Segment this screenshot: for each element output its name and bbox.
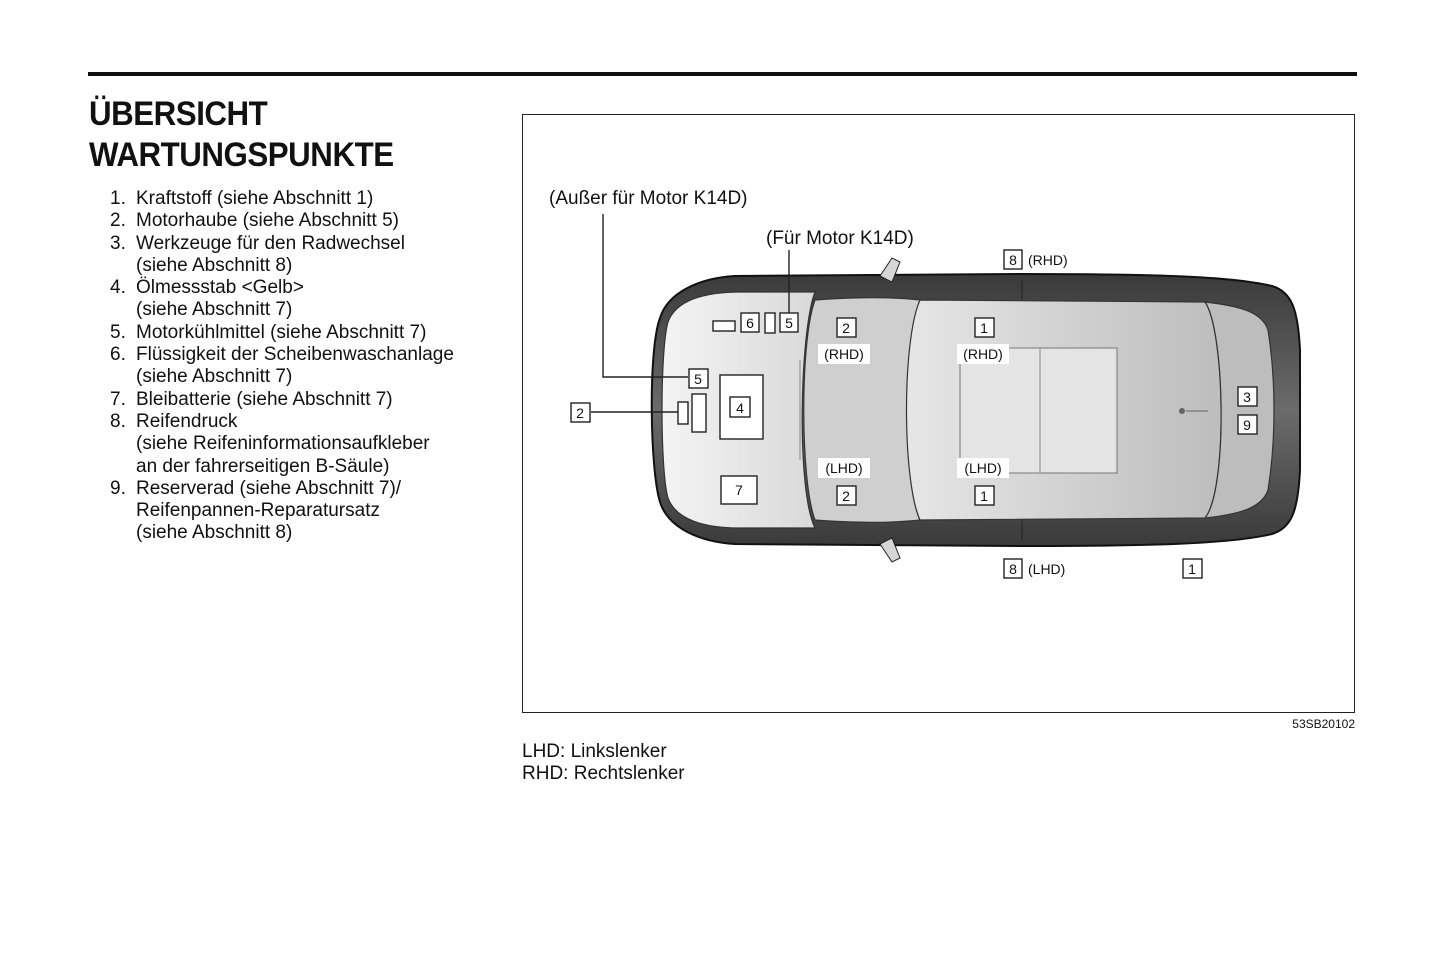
svg-text:2: 2 — [842, 320, 850, 336]
list-item-number: 2. — [110, 210, 126, 232]
list-item-number: 6. — [110, 344, 126, 366]
figure-id: 53SB20102 — [1292, 717, 1355, 731]
list-item-text: Motorkühlmittel (siehe Abschnitt 7) — [136, 321, 427, 343]
callout-2-lhd: 2 — [836, 485, 857, 506]
list-item: 8. Reifendruck (siehe Reifeninformations… — [110, 411, 454, 478]
callout-5: 5 — [688, 368, 709, 389]
list-item: 5. Motorkühlmittel (siehe Abschnitt 7) — [110, 322, 454, 344]
svg-text:1: 1 — [980, 320, 988, 336]
callout-8-rhd: 8 — [1003, 249, 1023, 270]
list-item: 1. Kraftstoff (siehe Abschnitt 1) — [110, 188, 454, 210]
top-rule — [88, 72, 1357, 76]
list-item-number: 1. — [110, 188, 126, 209]
list-item: 6. Flüssigkeit der Scheibenwaschanlage (… — [110, 344, 454, 389]
list-item-text: an der fahrerseitigen B-Säule) — [136, 455, 390, 477]
svg-text:7: 7 — [735, 482, 743, 498]
callout-2-rhd: 2 — [836, 317, 857, 338]
callouts: 6 5 5 2 4 7 2 1 2 1 3 9 8 8 1 — [570, 249, 1258, 579]
list-item-text: (siehe Abschnitt 7) — [136, 366, 293, 388]
list-item-number: 7. — [110, 388, 126, 410]
list-item-text: Kraftstoff (siehe Abschnitt 1) — [136, 188, 374, 209]
callout-2-left: 2 — [570, 402, 591, 423]
svg-text:5: 5 — [785, 315, 793, 331]
drive-side-tags: (RHD) (RHD) (LHD) (LHD) — [818, 344, 1009, 478]
callout-4: 4 — [729, 396, 751, 418]
engine-bay-parts — [677, 312, 776, 440]
list-item-number: 5. — [110, 321, 126, 343]
callout-7: 7 — [720, 475, 758, 505]
list-item-text: Reifenpannen-Reparatursatz — [136, 500, 380, 522]
abbreviation-legend: LHD: Linkslenker RHD: Rechtslenker — [522, 741, 685, 785]
tag-rhd-8: (RHD) — [1028, 252, 1068, 268]
callout-1-lhd: 1 — [974, 485, 995, 506]
list-item-text: Ölmessstab <Gelb> — [136, 277, 304, 299]
callout-3: 3 — [1237, 386, 1258, 407]
list-item-number: 3. — [110, 232, 126, 254]
label-except-k14d: (Außer für Motor K14D) — [549, 188, 748, 209]
page-title-line-2: WARTUNGSPUNKTE — [89, 136, 394, 174]
svg-text:2: 2 — [842, 488, 850, 504]
list-item-text: Werkzeuge für den Radwechsel — [136, 232, 405, 254]
leader-lines — [591, 214, 790, 413]
list-item-text: Bleibatterie (siehe Abschnitt 7) — [136, 388, 393, 410]
svg-text:2: 2 — [576, 405, 584, 421]
list-item-text: Reserverad (siehe Abschnitt 7)/ — [136, 477, 402, 499]
svg-text:4: 4 — [736, 400, 744, 416]
svg-text:8: 8 — [1009, 561, 1017, 577]
list-item-text: (siehe Abschnitt 8) — [136, 254, 293, 276]
callout-1-rhd: 1 — [974, 317, 995, 338]
list-item-text: (siehe Abschnitt 7) — [136, 299, 293, 321]
list-item: 4. Ölmessstab <Gelb> (siehe Abschnitt 7) — [110, 277, 454, 322]
label-k14d: (Für Motor K14D) — [766, 228, 914, 249]
list-item-text: Flüssigkeit der Scheibenwaschanlage — [136, 344, 454, 366]
tag-lhd-1: (LHD) — [964, 460, 1001, 476]
svg-text:8: 8 — [1009, 252, 1017, 268]
list-item-text: (siehe Abschnitt 8) — [136, 522, 293, 544]
maintenance-item-list: 1. Kraftstoff (siehe Abschnitt 1) 2. Mot… — [110, 188, 454, 545]
list-item: 7. Bleibatterie (siehe Abschnitt 7) — [110, 389, 454, 411]
legend-lhd: LHD: Linkslenker — [522, 741, 667, 762]
callout-1-rear: 1 — [1182, 558, 1203, 579]
tag-lhd-2: (LHD) — [825, 460, 862, 476]
tag-rhd-1: (RHD) — [963, 346, 1003, 362]
callout-8-lhd: 8 — [1003, 558, 1023, 579]
list-item-number: 8. — [110, 410, 126, 432]
list-item: 9. Reserverad (siehe Abschnitt 7)/ Reife… — [110, 478, 454, 545]
list-item-number: 4. — [110, 277, 126, 299]
list-item: 2. Motorhaube (siehe Abschnitt 5) — [110, 210, 454, 232]
list-item-text: (siehe Reifeninformationsaufkleber — [136, 433, 430, 455]
svg-text:1: 1 — [1188, 561, 1196, 577]
svg-text:9: 9 — [1243, 417, 1251, 433]
tag-rhd-2: (RHD) — [824, 346, 864, 362]
svg-text:3: 3 — [1243, 389, 1251, 405]
callout-6: 6 — [740, 312, 760, 333]
page-title: ÜBERSICHT WARTUNGSPUNKTE — [89, 94, 394, 176]
callout-9: 9 — [1237, 414, 1258, 435]
figure-labels: (Außer für Motor K14D) (Für Motor K14D) … — [549, 188, 1068, 577]
page-title-line-1: ÜBERSICHT — [89, 95, 268, 133]
list-item-text: Reifendruck — [136, 410, 238, 432]
list-item-text: Motorhaube (siehe Abschnitt 5) — [136, 210, 399, 232]
tag-lhd-8: (LHD) — [1028, 561, 1065, 577]
legend-rhd: RHD: Rechtslenker — [522, 763, 685, 784]
list-item: 3. Werkzeuge für den Radwechsel (siehe A… — [110, 233, 454, 278]
figure-frame — [522, 114, 1355, 713]
svg-text:6: 6 — [746, 315, 754, 331]
svg-text:5: 5 — [694, 371, 702, 387]
callout-5-k14d: 5 — [779, 312, 799, 333]
svg-text:1: 1 — [980, 488, 988, 504]
list-item-number: 9. — [110, 477, 126, 499]
